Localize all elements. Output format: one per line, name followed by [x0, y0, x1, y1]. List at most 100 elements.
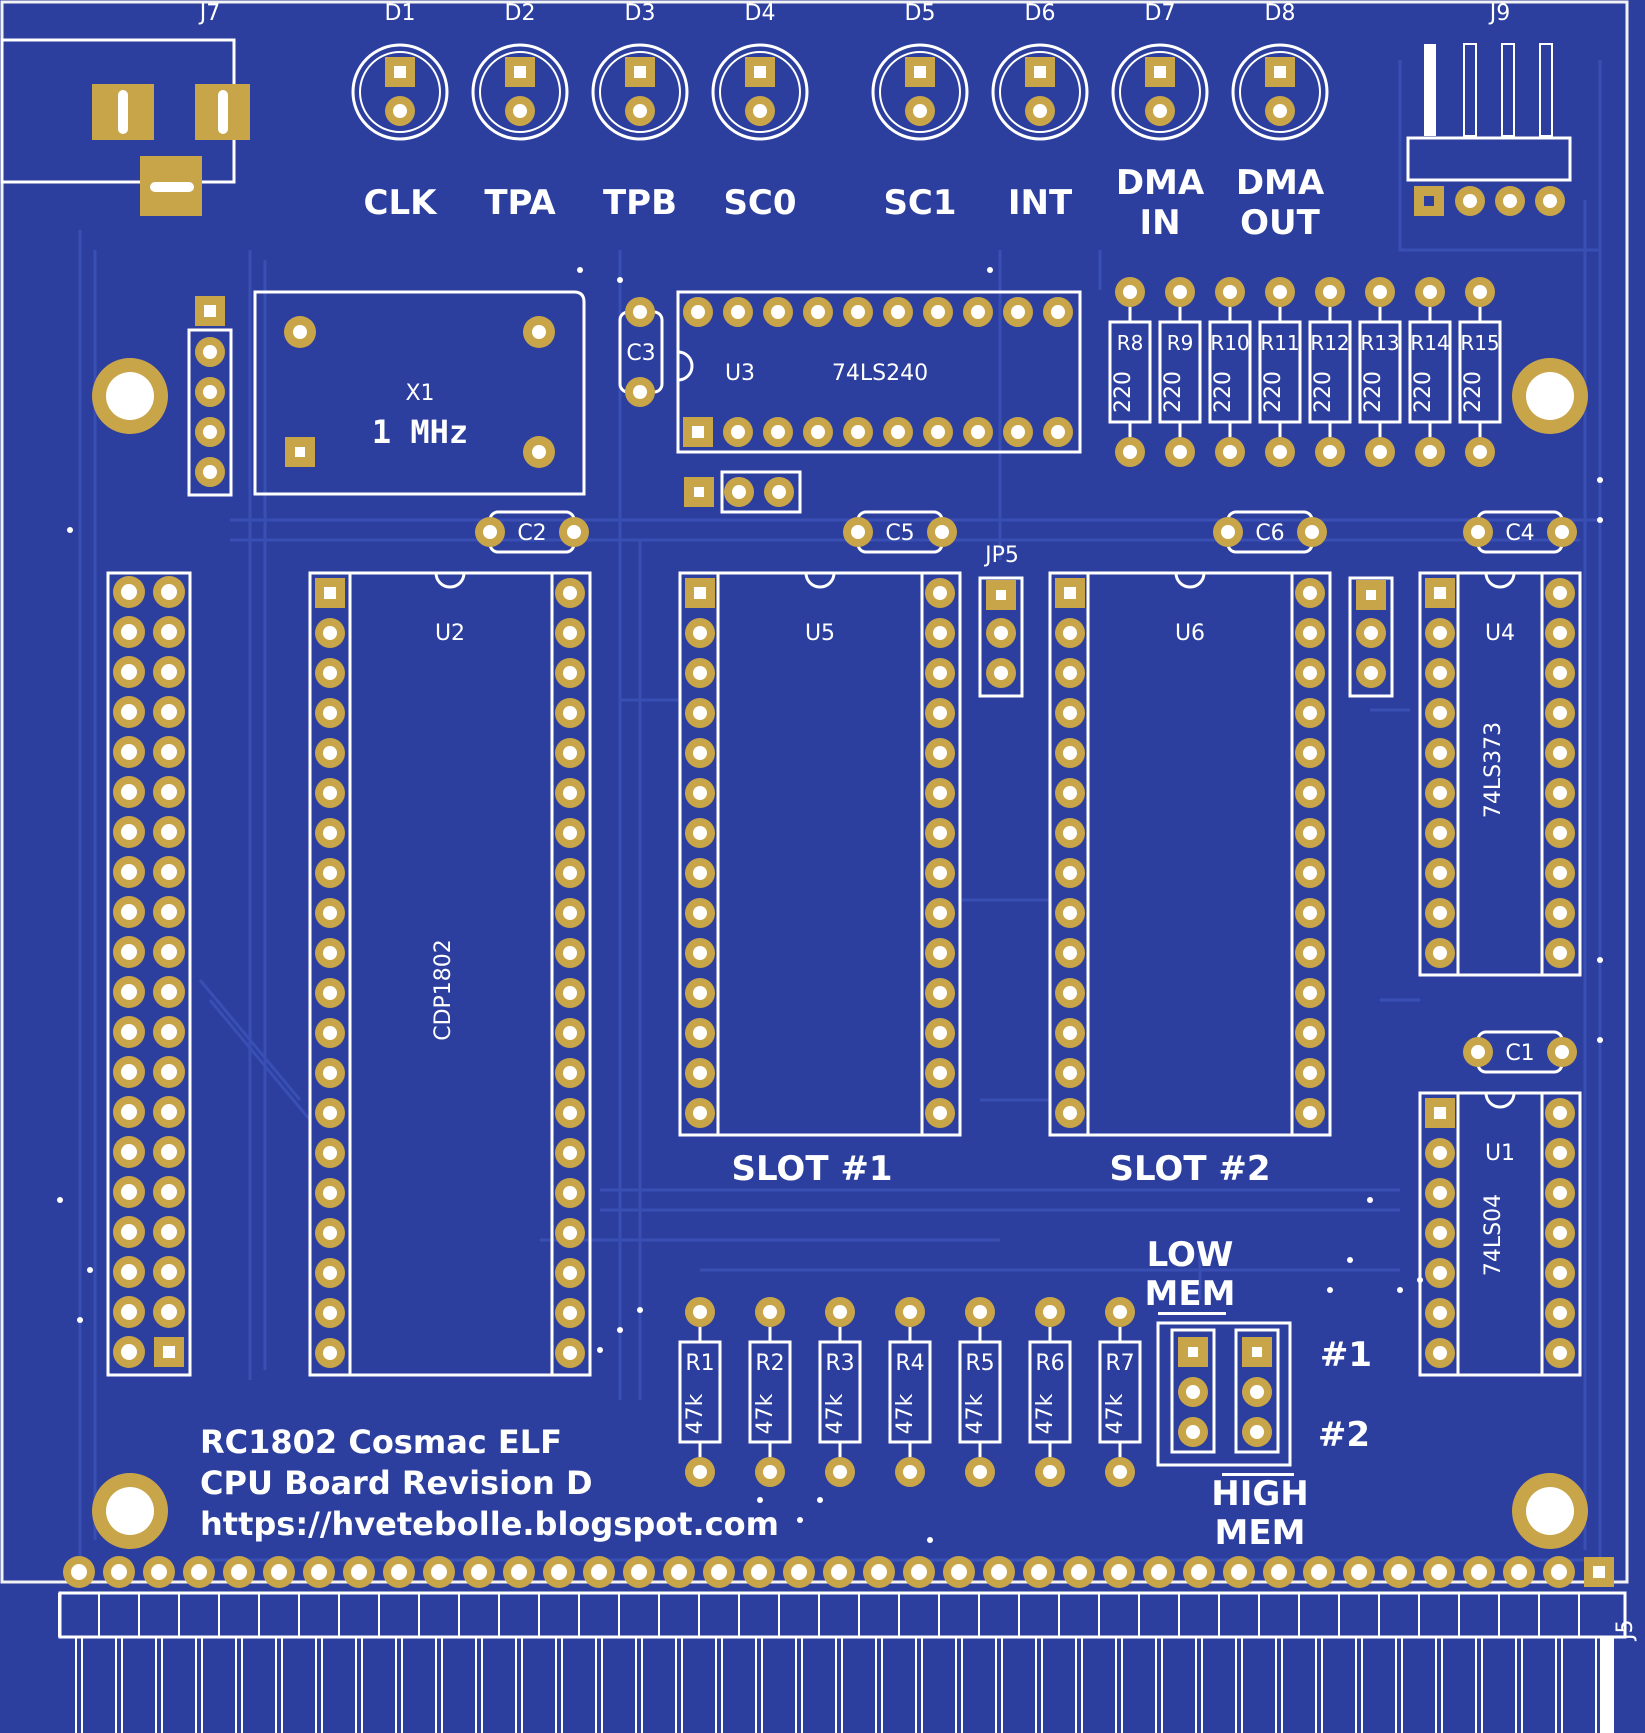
resistor-pad-top-hole — [833, 1305, 847, 1319]
u3-pin-top-hole — [731, 305, 745, 319]
edge-pin-hole — [1431, 1564, 1447, 1580]
u6-pin-left-hole — [1063, 666, 1077, 680]
resistor-ref: R12 — [1310, 331, 1349, 355]
u4-pins — [1425, 578, 1575, 968]
u3-pin-bottom-hole — [891, 425, 905, 439]
power-jack: J7 — [0, 1, 250, 216]
cap-pad-a-hole — [483, 525, 497, 539]
edge-pin-hole — [151, 1564, 167, 1580]
led-pad-a-hole — [1034, 66, 1046, 78]
resistor-ref: R10 — [1210, 331, 1249, 355]
led-pad-a-hole — [1154, 66, 1166, 78]
u2-pin-left-hole — [323, 1306, 337, 1320]
resistor-ref: R13 — [1360, 331, 1399, 355]
resistor-ref: R8 — [1117, 331, 1144, 355]
u2-pin-right-hole — [563, 986, 577, 1000]
u6-pin-left-hole — [1063, 786, 1077, 800]
led-label: SC1 — [883, 183, 956, 223]
header-pin-a-hole — [121, 1344, 137, 1360]
u6-pin-left-hole — [1063, 1026, 1077, 1040]
led-outline — [591, 43, 689, 141]
resistor-ref: R6 — [1035, 1351, 1064, 1376]
resistor-pad-top-hole — [1473, 285, 1487, 299]
header-pin-a-hole — [121, 904, 137, 920]
u5-pin-left-hole — [693, 826, 707, 840]
header-pin-b-hole — [161, 824, 177, 840]
cap-ref: C2 — [517, 521, 546, 546]
u5-pin-left-hole — [693, 746, 707, 760]
u1-pin-left-hole — [1433, 1186, 1447, 1200]
resistor-pad-bottom-hole — [763, 1465, 777, 1479]
resistor-pad-bottom-hole — [1373, 445, 1387, 459]
led-pad-k-hole — [1033, 104, 1047, 118]
cap-c2: C2 — [475, 510, 589, 554]
u4-pin-right-hole — [1553, 746, 1567, 760]
resistor-pad-bottom-hole — [1173, 445, 1187, 459]
u4-pin-left-hole — [1433, 706, 1447, 720]
chip-u4-ref: U4 — [1485, 621, 1515, 646]
u5-pin-left-hole — [693, 1026, 707, 1040]
u5-pin-right-hole — [933, 826, 947, 840]
resistor-body — [1108, 320, 1152, 424]
u5-pin-right-hole — [933, 946, 947, 960]
title-line1: RC1802 Cosmac ELF — [200, 1423, 562, 1461]
resistor-pad-top-hole — [763, 1305, 777, 1319]
led-outline — [871, 43, 969, 141]
u3-pin-bottom-hole — [1051, 425, 1065, 439]
resistor-ref: R2 — [755, 1351, 784, 1376]
cap-pad-a-hole — [1221, 525, 1235, 539]
resistor-pad-top-hole — [1123, 285, 1137, 299]
header-pin-b-hole — [161, 984, 177, 1000]
resistor-pad-bottom-hole — [973, 1465, 987, 1479]
u5-pin-left-hole — [693, 866, 707, 880]
resistor-ref: R11 — [1260, 331, 1299, 355]
chip-u1-ref: U1 — [1485, 1141, 1515, 1166]
led-outline — [1111, 43, 1209, 141]
via-0 — [577, 267, 583, 273]
header-pin-a-hole — [121, 584, 137, 600]
u3-pin-top-hole — [931, 305, 945, 319]
led-pad-a-hole — [634, 66, 646, 78]
header-pin-a-hole — [121, 1264, 137, 1280]
header-pin-b-hole — [161, 1064, 177, 1080]
resistor-ref: R9 — [1167, 331, 1194, 355]
resistor-pad-top-hole — [1113, 1305, 1127, 1319]
u2-pin-left-hole — [323, 1106, 337, 1120]
edge-pin-hole — [631, 1564, 647, 1580]
chip-u1-part: 74LS04 — [1481, 1194, 1506, 1276]
header-pin-a-hole — [121, 664, 137, 680]
u5-pin-left-hole — [693, 666, 707, 680]
u6-pin-right-hole — [1303, 706, 1317, 720]
u5-pin-right-hole — [933, 666, 947, 680]
cap-pad-b-hole — [1555, 1045, 1569, 1059]
cap-ref: C6 — [1255, 521, 1284, 546]
u2-pin-right-hole — [563, 1266, 577, 1280]
u6-pin-left-hole — [1063, 746, 1077, 760]
via-4 — [1597, 517, 1603, 523]
u3-pin-bottom-hole — [931, 425, 945, 439]
u5-pin-right-hole — [933, 866, 947, 880]
cap-c3-ref: C3 — [626, 341, 655, 366]
u6-pin-right-hole — [1303, 1106, 1317, 1120]
header-pin-a-hole — [121, 824, 137, 840]
trace-24 — [208, 999, 312, 1121]
u2-pin-right-hole — [563, 706, 577, 720]
via-11 — [817, 1497, 823, 1503]
led-label: TPB — [603, 183, 677, 223]
chip-u5: U5 SLOT #1 — [678, 571, 962, 1189]
led-outline — [991, 43, 1089, 141]
edge-pin-hole — [391, 1564, 407, 1580]
u2-pin-left-hole — [323, 1066, 337, 1080]
edge-pin-hole — [1031, 1564, 1047, 1580]
crystal-ref: X1 — [405, 381, 434, 406]
u5-pin-right-hole — [933, 986, 947, 1000]
via-24 — [797, 1517, 803, 1523]
title-line2: CPU Board Revision D — [200, 1464, 593, 1502]
